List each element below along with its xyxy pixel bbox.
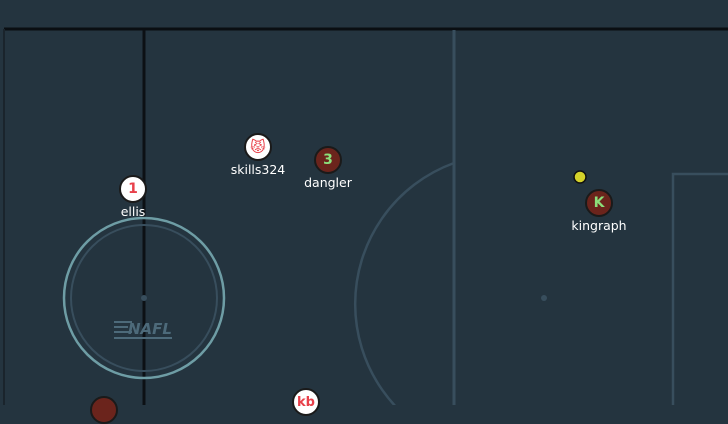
faceoff-circle-inner	[70, 224, 218, 372]
player-name: kingraph	[571, 218, 627, 233]
offside-box	[671, 172, 728, 405]
player-badge: 1	[119, 175, 147, 203]
player-ellis[interactable]: 1 ellis	[103, 175, 163, 219]
faceoff-circle-outer	[62, 216, 226, 380]
player-kb[interactable]: kb	[276, 388, 336, 416]
player-red-partial[interactable]	[74, 396, 134, 424]
player-kingraph[interactable]: K kingraph	[569, 189, 629, 233]
player-dangler[interactable]: 3 dangler	[298, 146, 358, 190]
player-badge: 3	[314, 146, 342, 174]
center-circle	[353, 161, 455, 405]
cat-avatar-icon: 😾	[244, 133, 272, 161]
player-name: ellis	[120, 204, 146, 219]
player-badge: K	[585, 189, 613, 217]
nafl-logo: NAFL	[114, 320, 172, 339]
player-skills324[interactable]: 😾 skills324	[228, 133, 288, 177]
player-name: dangler	[304, 175, 352, 190]
player-badge: kb	[292, 388, 320, 416]
faceoff-dot	[141, 295, 147, 301]
player-badge	[90, 396, 118, 424]
center-dot	[541, 295, 547, 301]
logo-text: NAFL	[128, 320, 172, 338]
puck[interactable]	[573, 170, 587, 184]
player-name: skills324	[230, 162, 286, 177]
